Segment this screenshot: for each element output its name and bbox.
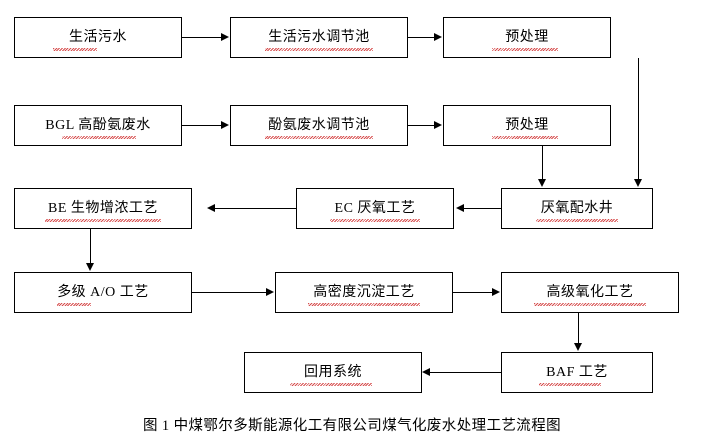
node-pretreatment-1: 预处理: [443, 17, 611, 58]
node-ec-anaerobic-process: EC 厌氧工艺: [296, 188, 454, 229]
node-label: BAF 工艺: [546, 364, 608, 380]
arrowhead: [456, 204, 464, 212]
connector-oxidation-to-baf: [578, 313, 579, 344]
node-label: 酚氨废水调节池: [268, 117, 370, 133]
node-label: 多级 A/O 工艺: [57, 284, 149, 300]
spellcheck-underline: [53, 48, 97, 51]
spellcheck-underline: [308, 303, 420, 306]
arrowhead: [434, 33, 442, 41]
spellcheck-underline: [534, 303, 646, 306]
arrowhead: [207, 204, 215, 212]
node-be-bio-enrichment-process: BE 生物增浓工艺: [14, 188, 192, 229]
node-baf-process: BAF 工艺: [501, 352, 653, 393]
connector-pretreatment1-to-well: [638, 58, 639, 180]
node-pretreatment-2: 预处理: [443, 105, 611, 146]
connector-pretreatment2-to-well: [542, 146, 543, 180]
spellcheck-underline: [45, 219, 161, 222]
arrowhead: [266, 288, 274, 296]
node-label: EC 厌氧工艺: [334, 200, 416, 216]
spellcheck-underline: [62, 136, 136, 139]
node-domestic-sewage: 生活污水: [14, 17, 182, 58]
node-label: 预处理: [505, 117, 549, 133]
node-multi-stage-ao-process: 多级 A/O 工艺: [14, 272, 192, 313]
spellcheck-underline: [539, 383, 601, 386]
connector-ao-to-sedimentation: [192, 292, 266, 293]
arrowhead: [422, 368, 430, 376]
arrowhead: [221, 121, 229, 129]
node-label: 预处理: [505, 29, 549, 45]
arrowhead: [538, 179, 546, 187]
spellcheck-underline: [290, 383, 372, 386]
node-label: 回用系统: [304, 364, 362, 380]
node-bgl-high-phenol-ammonia-wastewater: BGL 高酚氨废水: [14, 105, 182, 146]
arrowhead: [434, 121, 442, 129]
connector-tank-to-pretreatment: [408, 37, 435, 38]
node-label: 高密度沉淀工艺: [313, 284, 415, 300]
node-domestic-sewage-regulating-tank: 生活污水调节池: [230, 17, 408, 58]
connector-ec-to-be: [214, 208, 296, 209]
node-reuse-system: 回用系统: [244, 352, 422, 393]
connector-tank-to-pretreatment-2: [408, 125, 435, 126]
spellcheck-underline: [265, 136, 373, 139]
node-label: BGL 高酚氨废水: [45, 117, 151, 133]
spellcheck-underline: [492, 48, 558, 51]
figure-caption: 图 1 中煤鄂尔多斯能源化工有限公司煤气化废水处理工艺流程图: [143, 418, 561, 434]
spellcheck-underline: [57, 303, 91, 306]
node-label: 高级氧化工艺: [546, 284, 634, 300]
arrowhead: [492, 288, 500, 296]
connector-bgl-to-tank: [182, 125, 222, 126]
spellcheck-underline: [330, 219, 420, 222]
node-label: 厌氧配水井: [540, 200, 614, 216]
node-high-density-sedimentation-process: 高密度沉淀工艺: [275, 272, 453, 313]
arrowhead: [634, 179, 642, 187]
spellcheck-underline: [265, 48, 373, 51]
node-anaerobic-water-distribution-well: 厌氧配水井: [501, 188, 653, 229]
connector-sewage-to-tank: [182, 37, 222, 38]
node-label: 生活污水: [69, 29, 127, 45]
node-phenol-ammonia-regulating-tank: 酚氨废水调节池: [230, 105, 408, 146]
arrowhead: [574, 343, 582, 351]
spellcheck-underline: [536, 219, 618, 222]
node-label: BE 生物增浓工艺: [48, 200, 158, 216]
spellcheck-underline: [492, 136, 558, 139]
connector-sedimentation-to-oxidation: [453, 292, 493, 293]
connector-baf-to-reuse: [429, 372, 501, 373]
arrowhead: [221, 33, 229, 41]
arrowhead: [86, 263, 94, 271]
node-label: 生活污水调节池: [268, 29, 370, 45]
connector-be-to-ao: [90, 229, 91, 264]
node-advanced-oxidation-process: 高级氧化工艺: [501, 272, 679, 313]
connector-well-to-ec: [463, 208, 501, 209]
